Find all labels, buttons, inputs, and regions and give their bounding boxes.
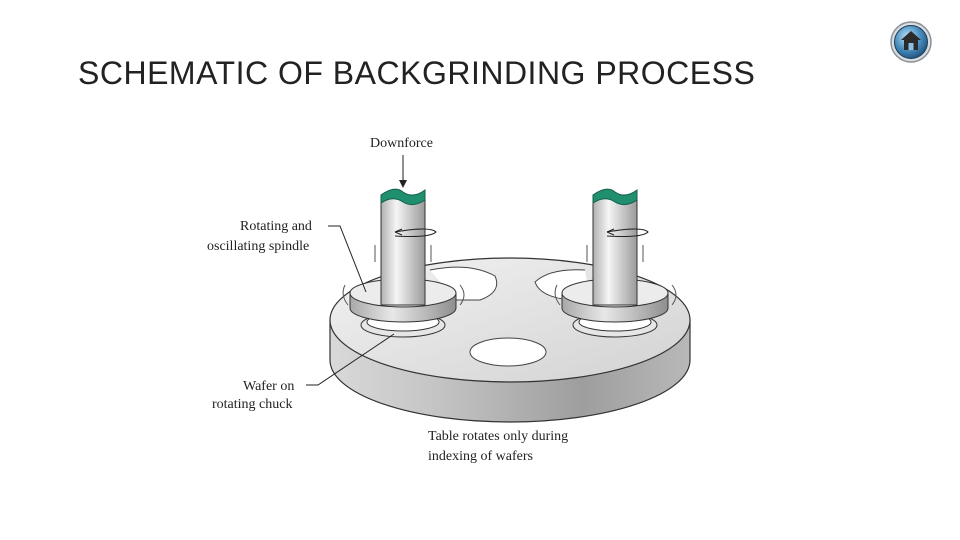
- label-wafer-line2: rotating chuck: [212, 397, 292, 412]
- label-spindle-line2: oscillating spindle: [207, 239, 309, 254]
- label-downforce: Downforce: [370, 136, 433, 151]
- home-icon: [890, 21, 932, 63]
- label-table-line2: indexing of wafers: [428, 449, 533, 464]
- left-spindle: [342, 188, 465, 338]
- home-button[interactable]: [889, 20, 933, 64]
- label-table-line1: Table rotates only during: [428, 429, 568, 444]
- wafer-leader-line: [306, 333, 395, 386]
- label-spindle-line1: Rotating and: [240, 219, 312, 234]
- spindle-leader-line: [328, 225, 367, 293]
- right-spindle: [554, 188, 677, 338]
- label-wafer-line1: Wafer on: [243, 379, 294, 394]
- page-title: SCHEMATIC OF BACKGRINDING PROCESS: [78, 55, 756, 91]
